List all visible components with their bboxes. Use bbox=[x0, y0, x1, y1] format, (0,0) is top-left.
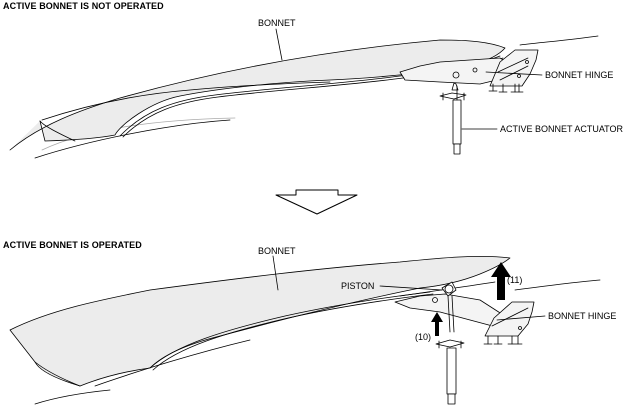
callout-10-label: (10) bbox=[415, 332, 432, 342]
down-arrow bbox=[275, 189, 358, 215]
top-bonnet-label: BONNET bbox=[258, 18, 296, 28]
arrow-10-icon bbox=[431, 312, 443, 336]
bottom-bonnet-label: BONNET bbox=[258, 246, 296, 256]
bottom-actuator bbox=[435, 281, 465, 405]
bottom-bonnet bbox=[9, 255, 511, 387]
bottom-piston-label: PISTON bbox=[341, 281, 375, 291]
top-heading: ACTIVE BONNET IS NOT OPERATED bbox=[3, 1, 164, 11]
top-actuator-label: ACTIVE BONNET ACTUATOR bbox=[500, 124, 624, 134]
arrow-11-icon bbox=[491, 262, 511, 300]
bottom-bonnet-hinge bbox=[394, 293, 535, 345]
top-bonnet bbox=[9, 39, 506, 151]
top-bonnet-hinge bbox=[399, 49, 539, 93]
top-actuator bbox=[439, 82, 467, 155]
top-bonnet-hinge-label: BONNET HINGE bbox=[545, 70, 614, 80]
bottom-heading: ACTIVE BONNET IS OPERATED bbox=[3, 240, 142, 250]
callout-11-label: (11) bbox=[507, 275, 523, 285]
bottom-leader-lines bbox=[272, 255, 546, 321]
bottom-bonnet-hinge-label: BONNET HINGE bbox=[548, 311, 617, 321]
top-leader-lines bbox=[275, 28, 543, 130]
